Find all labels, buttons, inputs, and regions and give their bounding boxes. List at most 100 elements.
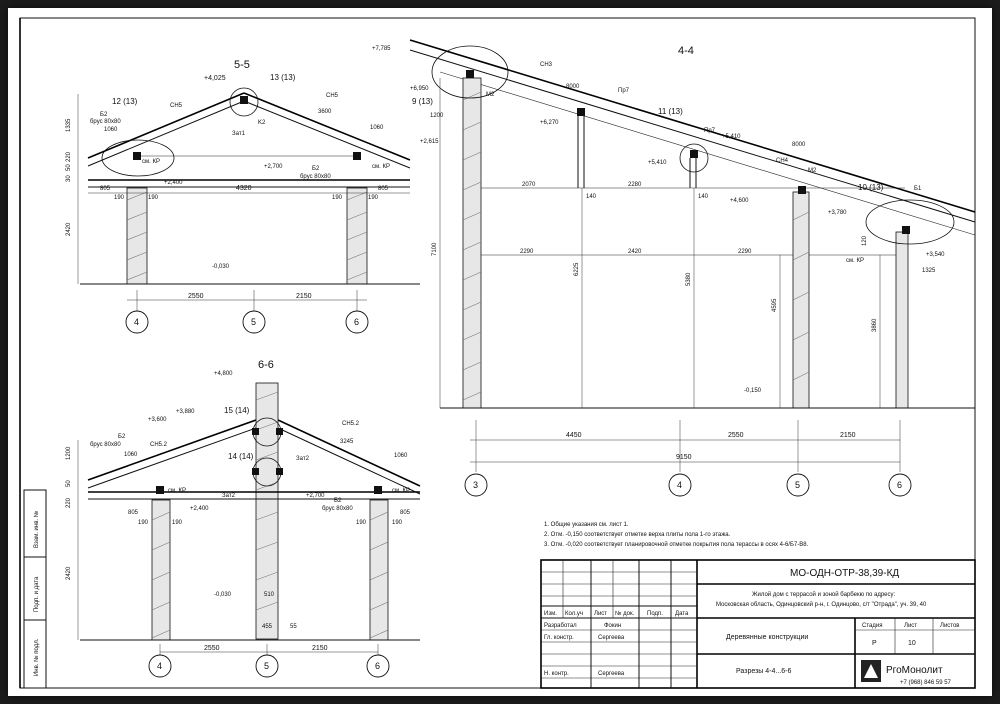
section-4-4-label: см. КР xyxy=(846,258,864,264)
section-6-6-label: 1060 xyxy=(394,453,408,459)
section-6-6-label: 1200 xyxy=(66,446,72,460)
tb-header: Изм. xyxy=(544,611,557,617)
section-6-6-label: +3,600 xyxy=(148,417,167,423)
section-6-6-label: 190 xyxy=(172,520,183,526)
section-5-5-label: 30 xyxy=(66,175,72,182)
sheet-label: Лист xyxy=(904,623,917,629)
section-5-5-label: +2,700 xyxy=(264,164,283,170)
section-5-5-label: 3600 xyxy=(318,109,332,115)
section-5-5-label: +2,400 xyxy=(164,180,183,186)
section-6-6-label: Зат2 xyxy=(222,493,236,499)
role-label: Гл. констр. xyxy=(544,635,574,641)
section-4-4-label: Пр7 xyxy=(618,88,630,94)
section-5-5-label: 190 xyxy=(368,195,379,201)
sheet-title: Разрезы 4-4...6-6 xyxy=(736,668,791,675)
tb-header: Дата xyxy=(675,611,689,617)
section-5-5-label: 190 xyxy=(114,195,125,201)
section-4-4-label: +6,950 xyxy=(410,86,429,92)
company-logo-icon xyxy=(861,660,881,682)
section-5-5-label: 2420 xyxy=(66,222,72,236)
section-4-4-label: 9 (13) xyxy=(412,97,433,106)
axis-label: 5 xyxy=(795,480,800,490)
section-5-5: 5-5 +4,025 13 (13) xyxy=(66,59,439,334)
span-dimension: 2550 xyxy=(728,432,744,439)
title-block: МО-ОДН-ОТР-38,39-КД Жилой дом с террасой… xyxy=(540,559,976,689)
section-5-5-label: брус 80х80 xyxy=(90,119,121,125)
section-6-6-label: Зат2 xyxy=(296,456,310,462)
stage-value: Р xyxy=(872,640,877,647)
role-name: Сергеева xyxy=(598,635,625,641)
section-5-5-label: 190 xyxy=(332,195,343,201)
tb-header: Лист xyxy=(594,611,607,617)
section-4-4-label: 2070 xyxy=(522,182,536,188)
section-4-4-label: 5380 xyxy=(686,272,692,286)
section-4-4-label: 2290 xyxy=(738,249,752,255)
axis-label: 6 xyxy=(354,317,359,327)
section-4-4-label: 2420 xyxy=(628,249,642,255)
span-dimension: 2550 xyxy=(204,645,220,652)
section-4-4-label: 2290 xyxy=(520,249,534,255)
section-5-5-label: 1060 xyxy=(104,127,118,133)
section-6-6-label: 15 (14) xyxy=(224,406,250,415)
section-4-4-label: Пр7 xyxy=(704,128,716,134)
axis-label: 4 xyxy=(157,661,162,671)
axis-label: 6 xyxy=(897,480,902,490)
document-code: МО-ОДН-ОТР-38,39-КД xyxy=(790,568,899,579)
section-6-6-label: см. КР xyxy=(168,488,186,494)
section-5-5-label: брус 80х80 xyxy=(300,174,331,180)
section-4-4-label: 3860 xyxy=(872,318,878,332)
section-4-4-label: 1325 xyxy=(922,268,936,274)
section-4-4-label: +3,540 xyxy=(926,252,945,258)
section-5-5-label: 50 xyxy=(66,164,72,171)
section-4-4-label: 6225 xyxy=(574,262,580,276)
section-4-4-label: 8000 xyxy=(792,142,806,148)
role-label: Н. контр. xyxy=(544,671,569,677)
section-6-6-label: 220 xyxy=(66,497,72,508)
company-name: PгоМонолит xyxy=(886,665,943,676)
section-4-4-label: M2 xyxy=(808,168,817,174)
section-6-6-label: -0,030 xyxy=(214,592,232,598)
section-6-6-label: 805 xyxy=(128,510,139,516)
section-4-4-label: CH3 xyxy=(540,62,553,68)
drawing-canvas: 5-5 +4,025 13 (13) xyxy=(19,17,976,689)
role-name: Фокин xyxy=(604,623,621,629)
tb-header: Кол.уч xyxy=(565,611,583,617)
side-stamp: Взам. инв. № Подп. и дата Инв. № подл. xyxy=(23,489,47,689)
section-5-5-label: 1060 xyxy=(370,125,384,131)
section-6-6-label: 50 xyxy=(66,480,72,487)
axis-label: 3 xyxy=(473,480,478,490)
section-5-5-label: 220 xyxy=(66,151,72,162)
section-6-6-label: брус 80х80 xyxy=(322,506,353,512)
section-6-6-label: 14 (14) xyxy=(228,452,254,461)
section-5-5-label: +2,615 xyxy=(420,139,439,145)
side-stamp-label: Подп. и дата xyxy=(34,576,40,612)
section-4-4-label: 7100 xyxy=(432,242,438,256)
note-line: 3. Отм. -0,020 соответствует планировочн… xyxy=(544,541,809,548)
section-4-4: 4-4 xyxy=(372,39,976,497)
axis-label: 5 xyxy=(251,317,256,327)
section-6-6-label: 3245 xyxy=(340,439,354,445)
section-5-5-label: Б2 xyxy=(100,112,108,118)
section-5-5-label: -0,030 xyxy=(212,264,230,270)
span-dimension: 2550 xyxy=(188,293,204,300)
section-5-5-label: +4,025 xyxy=(204,75,226,82)
section-4-4-label: -0,150 xyxy=(744,388,762,394)
section-6-6-label: 2420 xyxy=(66,566,72,580)
section-5-5-label: 805 xyxy=(100,186,111,192)
section-5-5-label: 13 (13) xyxy=(270,73,296,82)
section-5-5-label: 805 xyxy=(378,186,389,192)
span-dimension: 2150 xyxy=(312,645,328,652)
object-name: Деревянные конструкции xyxy=(726,634,808,641)
section-4-4-label: CH4 xyxy=(776,158,789,164)
project-address: Московская область, Одинцовский р-н, г. … xyxy=(716,601,927,608)
section-6-6-label: +3,880 xyxy=(176,409,195,415)
section-6-6-label: +2,700 xyxy=(306,493,325,499)
section-4-4-label: 2280 xyxy=(628,182,642,188)
section-6-6-label: +2,400 xyxy=(190,506,209,512)
section-5-5-label: см. КР xyxy=(372,164,390,170)
tb-header: Подп. xyxy=(647,611,663,617)
section-5-5-label: 12 (13) xyxy=(112,97,138,106)
section-6-6-label: 455 xyxy=(262,624,273,630)
company-phone: +7 (968) 846 59 57 xyxy=(900,680,952,686)
section-4-4-label: 4595 xyxy=(772,298,778,312)
